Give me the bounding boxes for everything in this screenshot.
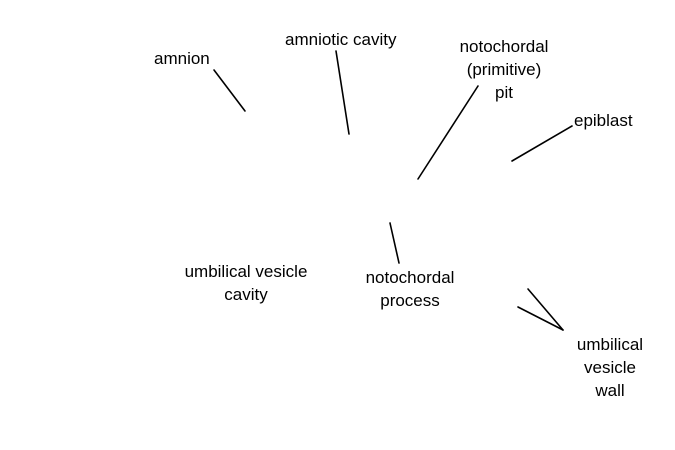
label-notochordal-process-line-1: notochordal: [365, 268, 455, 287]
label-umbilical-vesicle-wall-line-3: wall: [595, 381, 625, 400]
label-umbilical-vesicle-cavity-line-1: umbilical vesicle: [184, 262, 308, 281]
leader-line-notochordal-pit: [417, 85, 479, 180]
label-notochordal-pit: notochordal (primitive) pit: [449, 35, 559, 104]
label-umbilical-vesicle-wall: umbilical vesicle wall: [560, 333, 660, 402]
label-amnion: amnion: [154, 47, 210, 70]
label-amniotic-cavity-line-1: amniotic cavity: [285, 30, 397, 49]
label-notochordal-pit-line-2: (primitive): [466, 60, 542, 79]
label-umbilical-vesicle-wall-line-2: vesicle: [584, 358, 636, 377]
label-amniotic-cavity: amniotic cavity: [285, 28, 396, 51]
label-notochordal-process-line-2: process: [380, 291, 440, 310]
label-umbilical-vesicle-wall-line-1: umbilical: [576, 335, 644, 354]
label-notochordal-process: notochordal process: [352, 266, 468, 312]
label-notochordal-pit-line-3: pit: [495, 83, 513, 102]
leader-line-notochordal-process: [389, 222, 400, 264]
label-notochordal-pit-line-1: notochordal: [459, 37, 549, 56]
label-epiblast: epiblast: [574, 109, 633, 132]
leader-line-amniotic-cavity: [335, 50, 350, 135]
label-umbilical-vesicle-cavity-line-2: cavity: [224, 285, 268, 304]
leader-line-umbilical-wall-upper: [527, 288, 564, 331]
label-amnion-line-1: amnion: [154, 49, 210, 68]
label-umbilical-vesicle-cavity: umbilical vesicle cavity: [170, 260, 322, 306]
leader-line-epiblast: [511, 125, 573, 162]
leader-line-umbilical-wall-lower: [517, 306, 564, 331]
label-epiblast-line-1: epiblast: [574, 111, 633, 130]
leader-line-amnion: [213, 69, 246, 112]
